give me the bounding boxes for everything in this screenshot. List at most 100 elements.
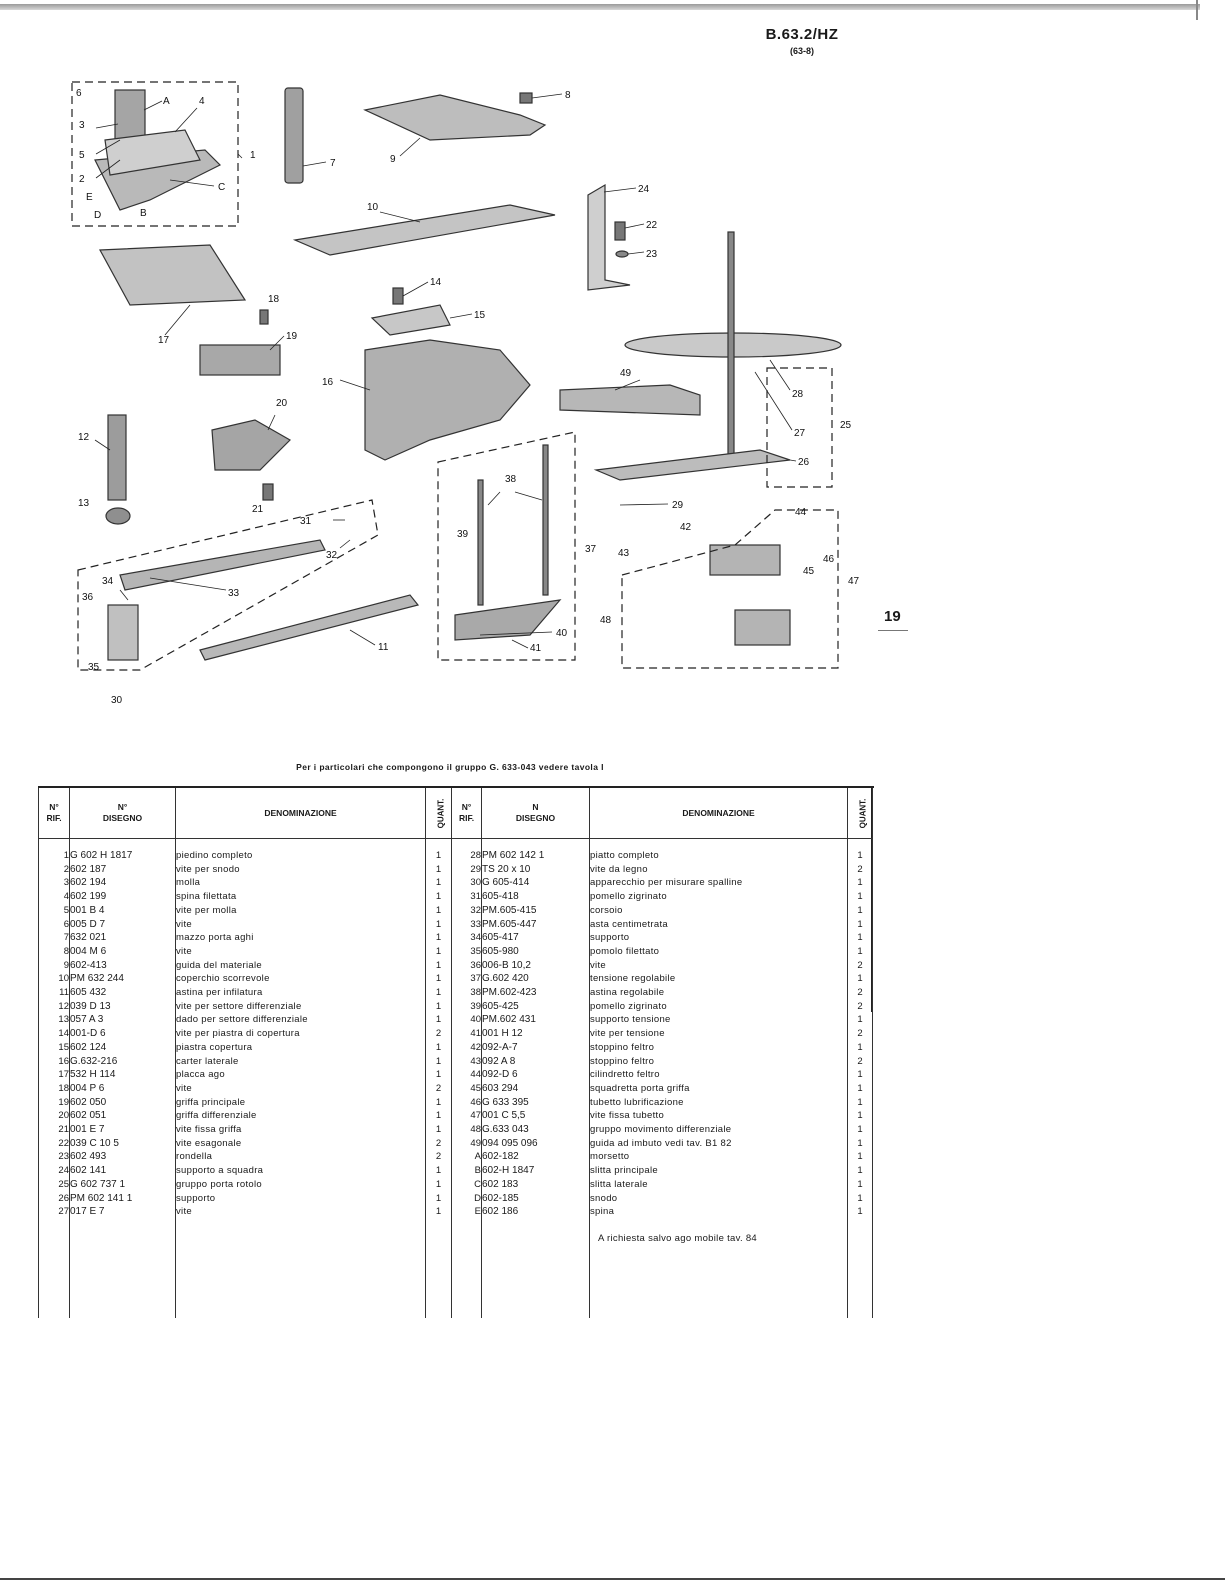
cell-disegno: 001-D 6 bbox=[70, 1028, 106, 1040]
cell-disegno: 602 199 bbox=[70, 891, 107, 903]
part-washer-23 bbox=[615, 250, 629, 258]
cell-rif: 19 bbox=[58, 1096, 69, 1108]
page-number-rule bbox=[878, 630, 908, 631]
cell-denom: mazzo porta aghi bbox=[176, 932, 254, 944]
cell-q: 1 bbox=[857, 1096, 863, 1108]
label-B: B bbox=[140, 208, 147, 219]
cell-disegno: G.602 420 bbox=[482, 973, 529, 985]
cell-rif: 39 bbox=[470, 1000, 481, 1012]
cell-disegno: 602 493 bbox=[70, 1151, 107, 1163]
cell-q: 1 bbox=[435, 1178, 442, 1190]
label-45: 45 bbox=[803, 566, 815, 577]
col-header-quant: QUANT. bbox=[425, 788, 452, 839]
cell-denom: tubetto lubrificazione bbox=[590, 1096, 684, 1108]
label-29: 29 bbox=[672, 500, 684, 511]
cell-rif: 28 bbox=[470, 850, 481, 861]
cell-disegno: 092-A-7 bbox=[482, 1041, 518, 1053]
cell-q: 1 bbox=[857, 932, 863, 944]
cell-q: 2 bbox=[435, 1151, 442, 1163]
cell-rif: 49 bbox=[470, 1137, 481, 1149]
cell-denom: piedino completo bbox=[176, 850, 253, 861]
label-39: 39 bbox=[457, 529, 469, 540]
cell-disegno: 094 095 096 bbox=[482, 1137, 538, 1149]
cell-disegno: 602 051 bbox=[70, 1110, 107, 1122]
cell-denom: rondella bbox=[176, 1151, 213, 1163]
cell-q: 1 bbox=[857, 1151, 863, 1163]
cell-q: 2 bbox=[857, 1055, 863, 1067]
cell-rif: 40 bbox=[470, 1014, 481, 1026]
cell-denom: carter laterale bbox=[176, 1055, 239, 1067]
cell-q: 1 bbox=[857, 1110, 863, 1122]
cell-disegno: 602 187 bbox=[70, 863, 107, 875]
label-5: 5 bbox=[79, 150, 85, 161]
cell-denom: supporto bbox=[590, 932, 630, 944]
cell-rif: 35 bbox=[470, 945, 481, 957]
cell-disegno: 005 D 7 bbox=[70, 918, 106, 930]
on-request-note: A richiesta salvo ago mobile tav. 84 bbox=[598, 1232, 758, 1244]
label-46: 46 bbox=[823, 554, 835, 565]
part-sliding-cover bbox=[292, 204, 556, 256]
cell-denom: vite fissa tubetto bbox=[590, 1110, 665, 1122]
cell-denom: pomello zigrinato bbox=[590, 1000, 667, 1012]
cell-rif: 48 bbox=[470, 1124, 481, 1136]
part-nut-13 bbox=[105, 507, 131, 525]
cell-denom: stoppino feltro bbox=[590, 1041, 655, 1053]
label-D: D bbox=[94, 210, 101, 221]
cell-rif: 21 bbox=[58, 1124, 69, 1136]
cell-q: 2 bbox=[857, 959, 863, 971]
label-23: 23 bbox=[646, 249, 658, 260]
part-screw-18 bbox=[259, 309, 269, 325]
cell-disegno: G.632-216 bbox=[70, 1055, 118, 1067]
label-18: 18 bbox=[268, 294, 280, 305]
cell-disegno: 605-417 bbox=[482, 932, 519, 944]
part-screw-22 bbox=[614, 221, 626, 241]
cell-disegno: 092 A 8 bbox=[482, 1055, 516, 1067]
label-30: 30 bbox=[111, 695, 123, 706]
cell-disegno: 602 183 bbox=[482, 1178, 519, 1190]
cell-disegno: 602-413 bbox=[70, 959, 107, 971]
label-4: 4 bbox=[199, 96, 205, 107]
cell-rif: 5 bbox=[63, 904, 69, 916]
cell-rif: 47 bbox=[470, 1110, 481, 1122]
col-header-disegno: N°DISEGNO bbox=[69, 788, 176, 839]
cell-q: 1 bbox=[435, 1124, 442, 1136]
cell-disegno: G 602 737 1 bbox=[70, 1178, 126, 1190]
cell-q: 2 bbox=[857, 987, 863, 999]
cell-rif: 13 bbox=[58, 1014, 69, 1026]
cell-disegno: 017 E 7 bbox=[70, 1206, 105, 1218]
cell-q: 1 bbox=[435, 891, 442, 903]
cell-q: 1 bbox=[435, 863, 442, 875]
cell-disegno: 603 294 bbox=[482, 1082, 519, 1094]
cell-rif: 16 bbox=[58, 1055, 69, 1067]
cell-rif: D bbox=[474, 1192, 481, 1204]
cell-disegno: 057 A 3 bbox=[70, 1014, 104, 1026]
part-tension-support bbox=[454, 599, 562, 641]
cell-q: 1 bbox=[435, 973, 442, 985]
cell-denom: griffa principale bbox=[176, 1096, 246, 1108]
cell-rif: B bbox=[474, 1165, 481, 1177]
cell-q: 1 bbox=[857, 1014, 863, 1026]
cell-denom: griffa differenziale bbox=[176, 1110, 257, 1122]
cell-disegno: PM 602 141 1 bbox=[70, 1192, 133, 1204]
cell-rif: 18 bbox=[58, 1082, 69, 1094]
cell-disegno: 001 H 12 bbox=[482, 1028, 523, 1040]
label-38: 38 bbox=[505, 474, 517, 485]
cell-q: 1 bbox=[857, 1178, 863, 1190]
cell-denom: piastra copertura bbox=[176, 1041, 253, 1053]
cell-q: 1 bbox=[435, 1192, 442, 1204]
label-2: 2 bbox=[79, 174, 85, 185]
cell-denom: astina regolabile bbox=[590, 987, 665, 999]
cell-denom: asta centimetrata bbox=[590, 918, 668, 930]
cell-denom: vite per snodo bbox=[176, 863, 240, 875]
part-square-support bbox=[587, 183, 631, 291]
cell-q: 1 bbox=[857, 1192, 863, 1204]
cell-denom: guida ad imbuto vedi tav. B1 82 bbox=[590, 1137, 732, 1149]
label-25: 25 bbox=[840, 420, 852, 431]
cell-disegno: 605-418 bbox=[482, 891, 519, 903]
cell-rif: 38 bbox=[470, 987, 481, 999]
col-header-denominazione: DENOMINAZIONE bbox=[175, 788, 426, 839]
